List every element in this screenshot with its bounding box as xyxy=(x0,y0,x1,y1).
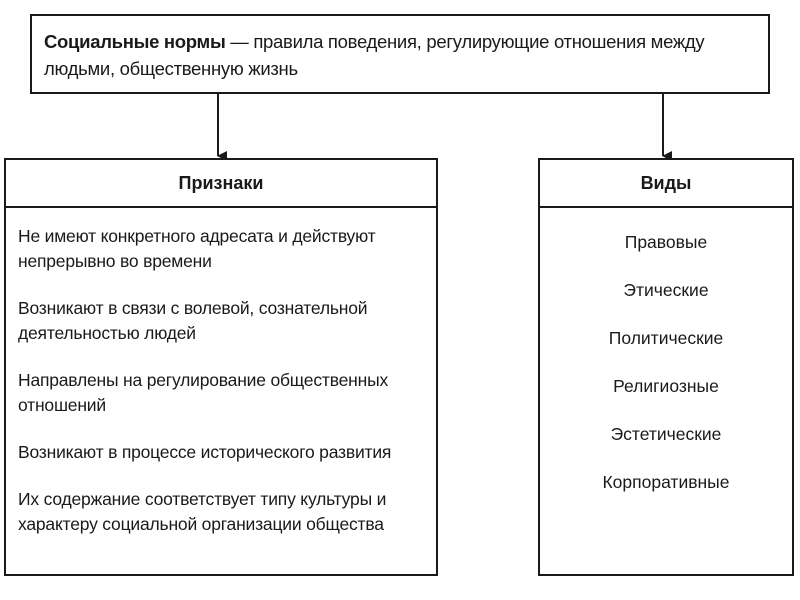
type-item: Эстетические xyxy=(610,424,722,444)
type-item: Корпоративные xyxy=(602,472,730,492)
definition-text: правила поведения, регулирующие отношени… xyxy=(44,31,705,79)
type-item: Политические xyxy=(608,328,724,348)
types-header: Виды xyxy=(540,160,792,208)
type-item: Религиозные xyxy=(613,376,719,396)
definition-dash: — xyxy=(225,31,254,52)
feature-item: Направлены на регулирование общественных… xyxy=(18,370,388,415)
features-header: Признаки xyxy=(6,160,436,208)
definition-term: Социальные нормы xyxy=(44,31,226,52)
type-item: Правовые xyxy=(624,232,708,252)
types-box: Виды Правовые Этические Политические Рел… xyxy=(538,158,794,576)
features-box: Признаки Не имеют конкретного адресата и… xyxy=(4,158,438,576)
definition-box: Социальные нормы — правила поведения, ре… xyxy=(30,14,770,94)
types-list: Правовые Этические Политические Религиоз… xyxy=(540,208,792,518)
feature-item: Возникают в связи с волевой, сознательно… xyxy=(18,298,368,343)
feature-item: Возникают в процессе исторического разви… xyxy=(18,442,392,462)
feature-item: Их содержание соответствует типу культур… xyxy=(18,489,387,534)
features-list: Не имеют конкретного адресата и действую… xyxy=(6,208,436,537)
feature-item: Не имеют конкретного адресата и действую… xyxy=(18,226,376,271)
type-item: Этические xyxy=(623,280,709,300)
